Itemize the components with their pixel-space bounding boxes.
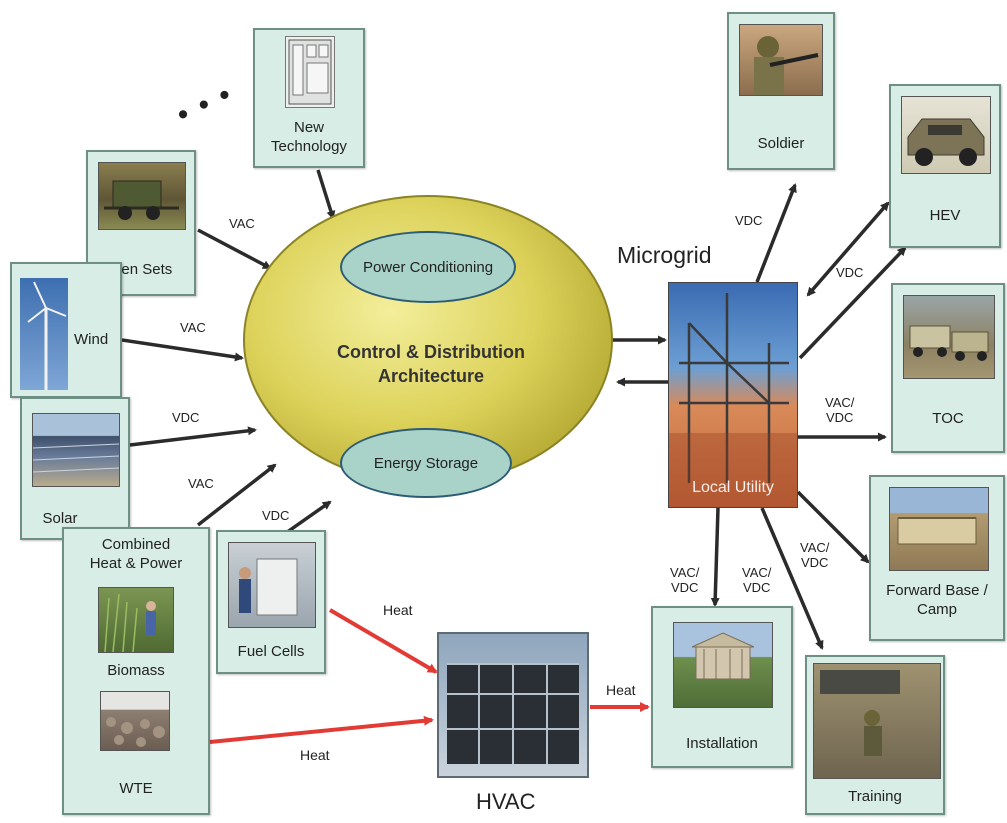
hvac-label: HVAC (476, 789, 536, 814)
wind-box: Wind (10, 262, 122, 398)
arrow-to-soldier (755, 183, 797, 283)
gen-sets-label: Gen Sets (109, 261, 173, 278)
edge-label-gen-vac: VAC (229, 216, 255, 231)
arrow-to-training (760, 507, 824, 650)
local-utility-label: Local Utility (692, 479, 774, 496)
hev-label: HEV (929, 207, 961, 224)
training-box: Training (805, 655, 945, 815)
solar-box: Solar (20, 397, 130, 540)
wte-label: WTE (119, 780, 153, 797)
arrow-newtech-to-center (316, 169, 336, 220)
new-technology-label: New Technology (271, 119, 347, 155)
new-technology-box: New Technology (253, 28, 365, 168)
heat-arrow-fuelcells (328, 608, 438, 674)
fuel-cells-box: Fuel Cells (216, 530, 326, 674)
hvac-image (437, 632, 589, 778)
central-title: Control & Distribution Architecture (337, 342, 525, 386)
edge-label-hev-vdc: VDC (836, 265, 864, 280)
power-conditioning-oval: Power Conditioning (340, 231, 516, 303)
edge-label-heat-fuel: Heat (383, 602, 413, 618)
installation-image (673, 622, 773, 708)
edge-label-fuel-vdc: VDC (262, 508, 290, 523)
arrow-gensets-to-center (197, 228, 272, 270)
toc-box: TOC (891, 283, 1005, 453)
toc-image (903, 295, 995, 379)
wte-image (100, 691, 170, 751)
forward-base-box: Forward Base / Camp (869, 475, 1005, 641)
hev-image (901, 96, 991, 174)
edge-label-forward-base: VAC/ VDC (800, 540, 830, 570)
arrow-wind-to-center (121, 338, 244, 362)
installation-box: Installation (651, 606, 793, 768)
arrow-chp-to-center (196, 463, 277, 527)
fuel-cells-label: Fuel Cells (237, 643, 305, 660)
edge-label-chp-vac: VAC (188, 476, 214, 491)
arrow-hev-to-microgrid-2 (798, 246, 907, 360)
training-image (813, 663, 941, 779)
microgrid-label: Microgrid (617, 242, 712, 268)
soldier-image (739, 24, 823, 96)
wind-label: Wind (74, 331, 109, 348)
edge-label-training: VAC/ VDC (742, 565, 772, 595)
edge-label-heat-wte: Heat (300, 747, 330, 763)
arrow-hev-bidirectional (806, 201, 890, 297)
energy-storage-oval: Energy Storage (340, 428, 512, 498)
chp-box: Combined Heat & Power Biomass WTE (62, 527, 210, 815)
installation-label: Installation (686, 735, 758, 752)
edge-label-wind-vac: VAC (180, 320, 206, 335)
edge-label-heat-hvac: Heat (606, 682, 636, 698)
hev-box: HEV (889, 84, 1001, 248)
gen-sets-image (98, 162, 186, 230)
training-label: Training (848, 788, 902, 805)
edge-label-installation: VAC/ VDC (670, 565, 700, 595)
chp-label: Combined Heat & Power (89, 536, 183, 572)
wind-image (20, 278, 68, 390)
soldier-box: Soldier (727, 12, 835, 170)
local-utility-image: Local Utility (668, 282, 798, 508)
biomass-image (98, 587, 174, 653)
edge-label-toc: VAC/ VDC (825, 395, 855, 425)
soldier-label: Soldier (757, 135, 805, 152)
forward-base-label: Forward Base / Camp (886, 582, 988, 618)
toc-label: TOC (932, 410, 964, 427)
edge-label-solar-vdc: VDC (172, 410, 200, 425)
edge-label-soldier-vdc: VDC (735, 213, 763, 228)
arrow-solar-to-center (129, 426, 257, 447)
arrow-to-installation (710, 507, 720, 607)
solar-image (32, 413, 120, 487)
solar-label: Solar (42, 510, 78, 527)
heat-arrow-wte (209, 715, 434, 744)
arrow-fuel-to-center (281, 500, 332, 537)
new-technology-image (285, 36, 335, 108)
arrow-to-forward-base (796, 490, 870, 564)
biomass-label: Biomass (107, 662, 165, 679)
fuel-cells-image (228, 542, 316, 628)
forward-base-image (889, 487, 989, 571)
